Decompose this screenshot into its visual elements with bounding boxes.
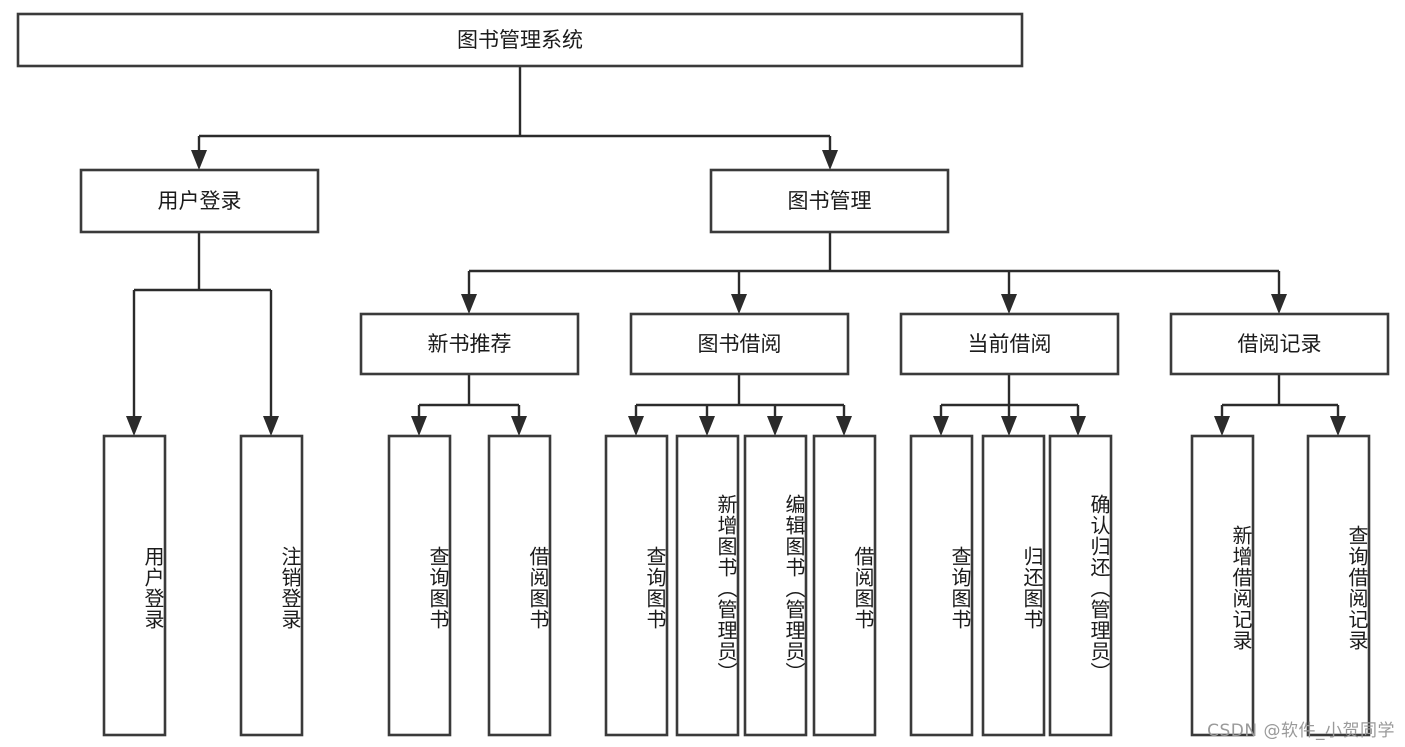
node-book-borrow[interactable]: 图书借阅 — [629, 312, 850, 376]
node-borrow-record-label: 借阅记录 — [1238, 332, 1322, 356]
leaf-query-book-2-box[interactable] — [604, 434, 669, 737]
arrowhead-leaf-edit-book — [767, 416, 783, 436]
leaf-node[interactable]: 新增图书（管理员） — [675, 434, 740, 737]
leaf-query-book-2-label: 查询图书 — [643, 546, 667, 630]
leaf-return-book-box[interactable] — [981, 434, 1046, 737]
node-book-borrow-label: 图书借阅 — [698, 332, 782, 356]
arrowhead-book-borrow — [731, 294, 747, 314]
node-book-manage[interactable]: 图书管理 — [709, 168, 950, 234]
leaf-node[interactable]: 查询借阅记录 — [1306, 434, 1371, 737]
node-new-book-recommend-box[interactable] — [359, 312, 580, 376]
node-root-box[interactable] — [16, 12, 1024, 68]
watermark-text: CSDN @软件_小贺同学 — [1207, 721, 1395, 741]
leaf-node[interactable]: 查询图书 — [604, 434, 669, 737]
leaf-logout-box[interactable] — [239, 434, 304, 737]
leaf-user-login-box[interactable] — [102, 434, 167, 737]
arrowhead-leaf-logout — [263, 416, 279, 436]
arrowhead-leaf-query-record — [1330, 416, 1346, 436]
node-book-borrow-box[interactable] — [629, 312, 850, 376]
leaf-query-book-3-label: 查询图书 — [948, 546, 972, 630]
arrowhead-leaf-user-login — [126, 416, 142, 436]
arrowhead-book-manage — [822, 150, 838, 170]
leaf-borrow-book-2-box[interactable] — [812, 434, 877, 737]
leaf-user-login-label: 用户登录 — [141, 546, 165, 630]
leaf-node[interactable]: 借阅图书 — [812, 434, 877, 737]
arrowhead-new-book-recommend — [461, 294, 477, 314]
leaf-node[interactable]: 编辑图书（管理员） — [743, 434, 808, 737]
node-current-borrow-box[interactable] — [899, 312, 1120, 376]
arrowhead-leaf-borrow-book-1 — [511, 416, 527, 436]
arrowhead-leaf-query-book-3 — [933, 416, 949, 436]
leaf-edit-book-box[interactable] — [743, 434, 808, 737]
node-borrow-record-box[interactable] — [1169, 312, 1390, 376]
leaf-query-book-1-label: 查询图书 — [426, 546, 450, 630]
leaf-confirm-return-label: 确认归还（管理员） — [1087, 493, 1111, 683]
leaf-borrow-book-1-label: 借阅图书 — [526, 546, 550, 630]
leaf-node[interactable]: 用户登录 — [102, 434, 167, 737]
leaf-query-record-box[interactable] — [1306, 434, 1371, 737]
arrowhead-leaf-confirm-return — [1070, 416, 1086, 436]
node-user-login-box[interactable] — [79, 168, 320, 234]
connector-layer — [126, 66, 1346, 436]
leaf-add-record-label: 新增借阅记录 — [1229, 525, 1253, 651]
leaf-return-book-label: 归还图书 — [1020, 546, 1044, 630]
leaf-borrow-book-1-box[interactable] — [487, 434, 552, 737]
arrowhead-leaf-query-book-1 — [411, 416, 427, 436]
leaf-query-book-3-box[interactable] — [909, 434, 974, 737]
leaf-node[interactable]: 确认归还（管理员） — [1048, 434, 1113, 737]
leaf-node[interactable]: 查询图书 — [387, 434, 452, 737]
leaf-query-record-label: 查询借阅记录 — [1345, 525, 1369, 651]
arrowhead-leaf-borrow-book-2 — [836, 416, 852, 436]
node-current-borrow-label: 当前借阅 — [968, 332, 1052, 356]
node-book-manage-label: 图书管理 — [788, 189, 872, 213]
leaf-logout-label: 注销登录 — [278, 546, 302, 630]
node-new-book-recommend[interactable]: 新书推荐 — [359, 312, 580, 376]
arrowhead-leaf-add-book — [699, 416, 715, 436]
node-new-book-recommend-label: 新书推荐 — [428, 332, 512, 356]
arrowhead-current-borrow — [1001, 294, 1017, 314]
node-root-label: 图书管理系统 — [457, 28, 583, 52]
leaf-node[interactable]: 借阅图书 — [487, 434, 552, 737]
leaf-query-book-1-box[interactable] — [387, 434, 452, 737]
arrowhead-leaf-add-record — [1214, 416, 1230, 436]
arrowhead-leaf-query-book-2 — [628, 416, 644, 436]
node-user-login-label: 用户登录 — [158, 189, 242, 213]
arrowhead-borrow-record — [1271, 294, 1287, 314]
node-root[interactable]: 图书管理系统 — [16, 12, 1024, 68]
leaf-borrow-book-2-label: 借阅图书 — [851, 546, 875, 630]
leaf-node[interactable]: 查询图书 — [909, 434, 974, 737]
node-borrow-record[interactable]: 借阅记录 — [1169, 312, 1390, 376]
node-user-login[interactable]: 用户登录 — [79, 168, 320, 234]
leaf-node[interactable]: 注销登录 — [239, 434, 304, 737]
node-current-borrow[interactable]: 当前借阅 — [899, 312, 1120, 376]
arrowhead-leaf-return-book — [1001, 416, 1017, 436]
node-book-manage-box[interactable] — [709, 168, 950, 234]
leaf-add-book-label: 新增图书（管理员） — [714, 493, 738, 683]
leaf-confirm-return-box[interactable] — [1048, 434, 1113, 737]
leaf-node[interactable]: 新增借阅记录 — [1190, 434, 1255, 737]
leaf-add-book-box[interactable] — [675, 434, 740, 737]
leaf-node[interactable]: 归还图书 — [981, 434, 1046, 737]
leaf-add-record-box[interactable] — [1190, 434, 1255, 737]
leaf-edit-book-label: 编辑图书（管理员） — [782, 493, 806, 683]
arrowhead-user-login — [191, 150, 207, 170]
